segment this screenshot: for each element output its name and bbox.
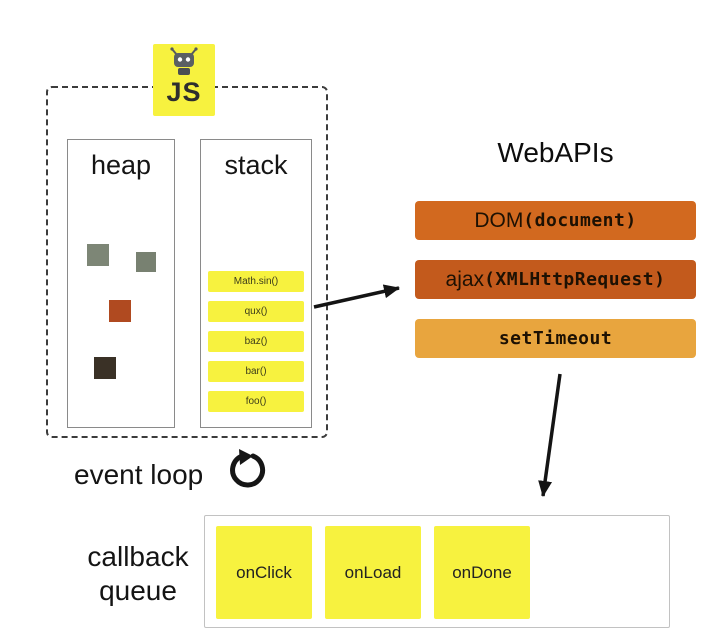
queue-item: onLoad: [325, 526, 421, 619]
webapi-dom-code: (document): [523, 210, 637, 231]
js-logo: JS: [153, 44, 215, 116]
callback-queue-container: onClick onLoad onDone: [204, 515, 670, 628]
webapi-settimeout-code: setTimeout: [498, 328, 613, 349]
webapi-dom-label: DOM: [474, 208, 524, 232]
queue-item: onClick: [216, 526, 312, 619]
webapi-ajax-code: (XMLHttpRequest): [484, 269, 666, 290]
stack-frame: bar(): [208, 361, 304, 382]
event-loop-cycle-icon: [230, 449, 266, 488]
stack-panel: stack Math.sin() qux() baz() bar() foo(): [200, 139, 312, 428]
event-loop-label: event loop: [74, 459, 204, 490]
heap-object: [136, 252, 156, 272]
stack-frame: foo(): [208, 391, 304, 412]
stack-frame: qux(): [208, 301, 304, 322]
heap-label: heap: [90, 150, 152, 180]
webapi-dom: DOM (document): [415, 201, 696, 240]
stack-frame: baz(): [208, 331, 304, 352]
webapi-ajax-label: ajax: [445, 267, 485, 291]
heap-panel: heap: [67, 139, 175, 428]
heap-object: [87, 244, 109, 266]
robot-icon: [170, 47, 198, 75]
js-logo-label: JS: [166, 77, 202, 107]
arrow-settimeout-to-queue: [538, 373, 562, 497]
queue-item: onDone: [434, 526, 530, 619]
webapis-title: WebAPIs: [497, 137, 614, 168]
webapi-ajax: ajax (XMLHttpRequest): [415, 260, 696, 299]
heap-object: [109, 300, 131, 322]
stack-label: stack: [224, 150, 288, 180]
heap-object: [94, 357, 116, 379]
callback-queue-label: callback queue: [87, 541, 189, 606]
webapi-settimeout: setTimeout: [415, 319, 696, 358]
stack-frame: Math.sin(): [208, 271, 304, 292]
stack-frames: Math.sin() qux() baz() bar() foo(): [201, 271, 311, 412]
